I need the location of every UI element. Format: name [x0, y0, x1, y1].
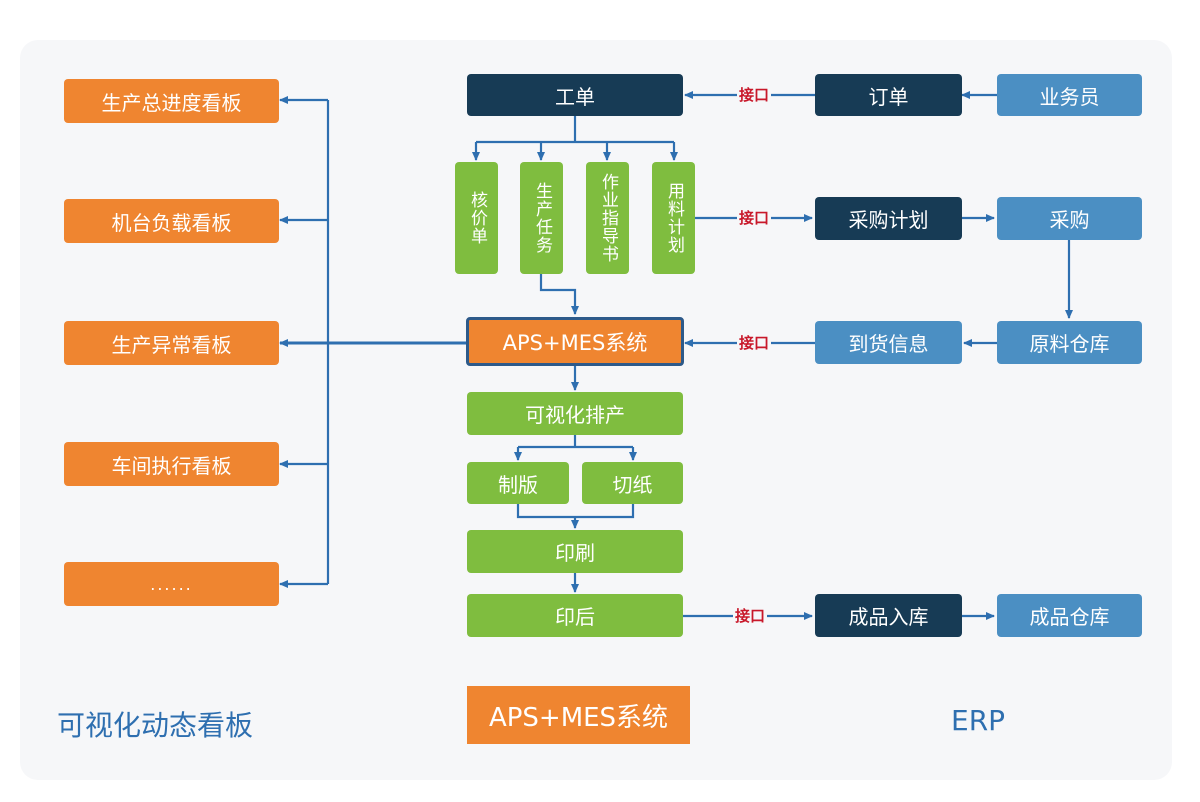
- raw-material-warehouse-node: 原料仓库: [997, 321, 1142, 364]
- material-plan-node: 用料计划: [652, 162, 695, 274]
- plate-making-node: 制版: [467, 462, 569, 504]
- order-node: 订单: [815, 74, 962, 116]
- quote-sheet-node: 核价单: [455, 162, 498, 274]
- printing-node: 印刷: [467, 530, 683, 573]
- finished-goods-in-node: 成品入库: [815, 594, 962, 637]
- interface-label-arrival: 接口: [737, 334, 772, 352]
- dashboard-workshop-execution: 车间执行看板: [64, 442, 279, 486]
- interface-label-order: 接口: [737, 86, 772, 104]
- post-press-node: 印后: [467, 594, 683, 637]
- dashboard-machine-load: 机台负载看板: [64, 199, 279, 243]
- production-task-node: 生产任务: [520, 162, 563, 274]
- purchase-plan-node: 采购计划: [815, 197, 962, 240]
- dashboard-production-exception: 生产异常看板: [64, 321, 279, 365]
- finished-goods-warehouse-node: 成品仓库: [997, 594, 1142, 637]
- paper-cutting-node: 切纸: [582, 462, 683, 504]
- visual-scheduling-node: 可视化排产: [467, 392, 683, 435]
- interface-label-finished-in: 接口: [733, 607, 768, 625]
- section-label-erp: ERP: [951, 704, 1006, 737]
- dashboard-more: ......: [64, 562, 279, 606]
- aps-mes-system-node: APS+MES系统: [466, 317, 684, 366]
- salesperson-node: 业务员: [997, 74, 1142, 116]
- arrival-info-node: 到货信息: [815, 321, 962, 364]
- dashboard-overall-progress: 生产总进度看板: [64, 79, 279, 123]
- purchase-node: 采购: [997, 197, 1142, 240]
- interface-label-purchase-plan: 接口: [737, 209, 772, 227]
- section-label-dashboards: 可视化动态看板: [57, 709, 254, 742]
- work-order-node: 工单: [467, 74, 683, 116]
- work-instruction-node: 作业指导书: [586, 162, 629, 274]
- section-label-aps-mes: APS+MES系统: [467, 686, 690, 744]
